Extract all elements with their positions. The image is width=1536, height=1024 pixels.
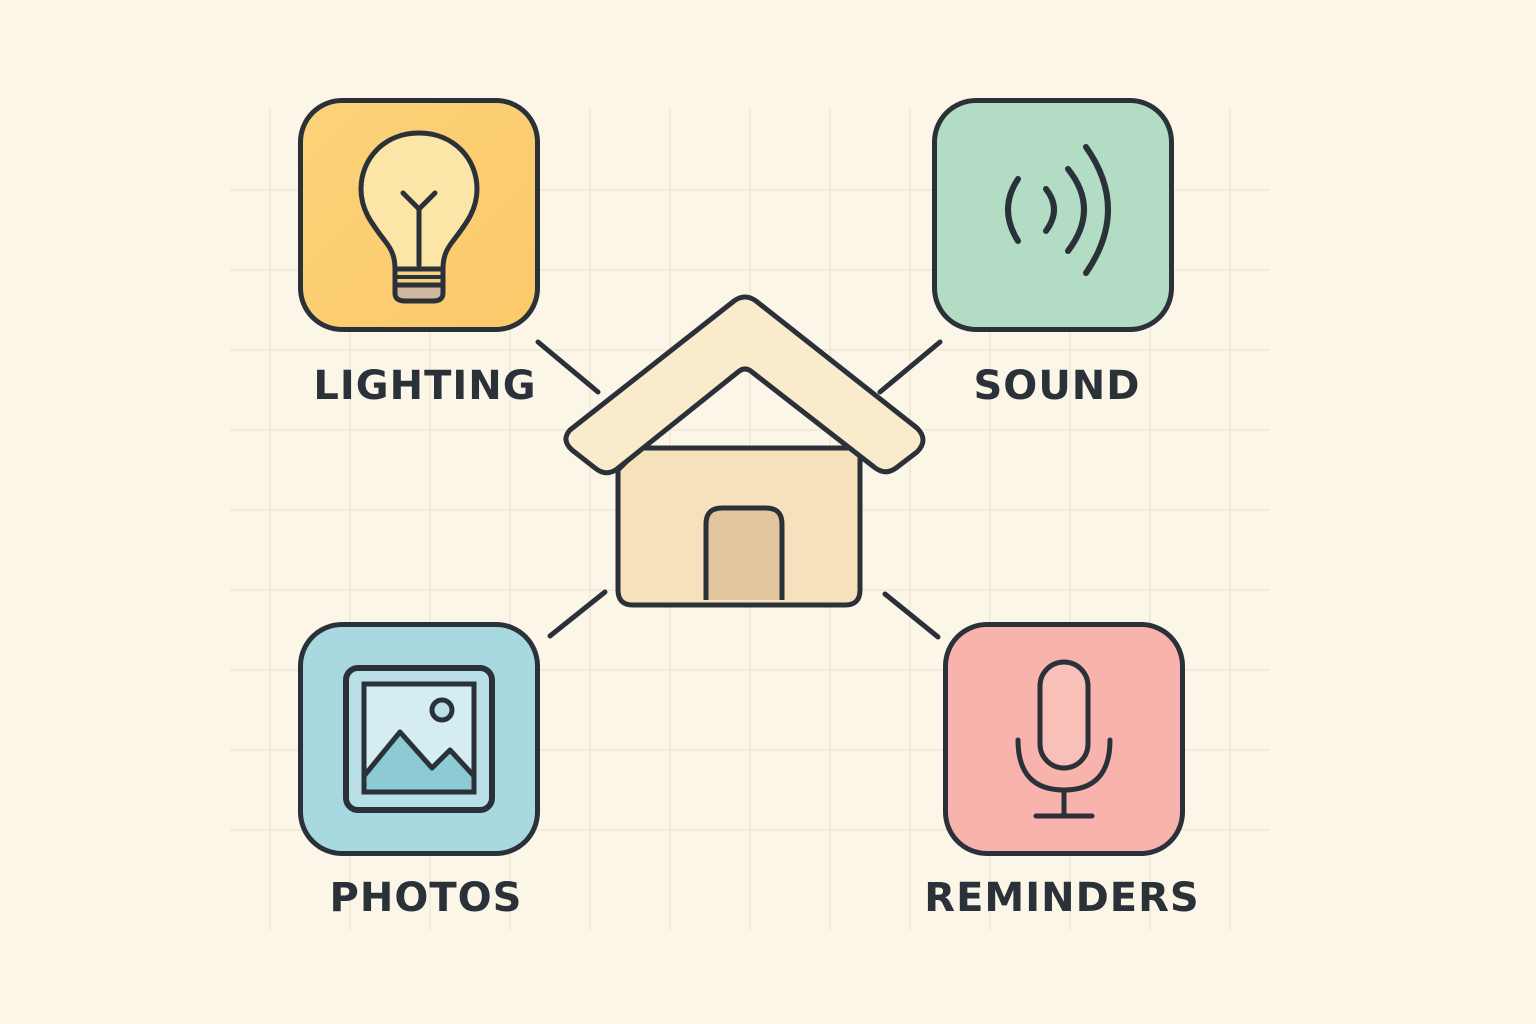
lightbulb-icon xyxy=(358,130,480,304)
connector-reminders xyxy=(882,591,941,640)
sound-label: SOUND xyxy=(973,363,1141,409)
connector-lighting xyxy=(535,339,601,395)
lighting-tile[interactable] xyxy=(298,98,540,332)
photos-tile[interactable] xyxy=(298,622,540,856)
lighting-label: LIGHTING xyxy=(313,363,537,409)
sound-tile[interactable] xyxy=(932,98,1174,332)
microphone-icon xyxy=(1015,659,1113,819)
photos-label: PHOTOS xyxy=(329,875,523,921)
reminders-label: REMINDERS xyxy=(924,875,1200,921)
sound-waves-icon xyxy=(1005,144,1111,276)
door-icon xyxy=(703,505,785,600)
image-icon xyxy=(343,665,495,813)
roof-icon xyxy=(563,294,926,476)
connector-photos xyxy=(547,589,608,639)
connector-sound xyxy=(877,339,943,395)
reminders-tile[interactable] xyxy=(943,622,1185,856)
